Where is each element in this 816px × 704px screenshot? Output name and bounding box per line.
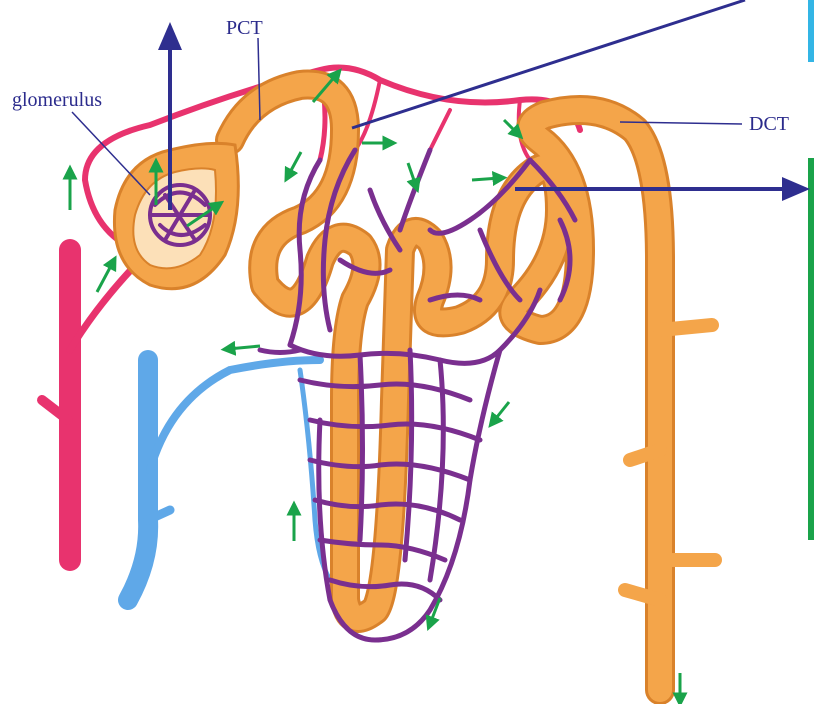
label-pct: PCT — [226, 17, 263, 39]
label-glomerulus: glomerulus — [12, 89, 102, 111]
cyan-side-bar — [808, 0, 814, 62]
renal-vein — [128, 360, 330, 600]
label-dct: DCT — [749, 113, 789, 135]
afferent-arteriole — [42, 250, 150, 560]
green-side-bar — [808, 158, 814, 540]
